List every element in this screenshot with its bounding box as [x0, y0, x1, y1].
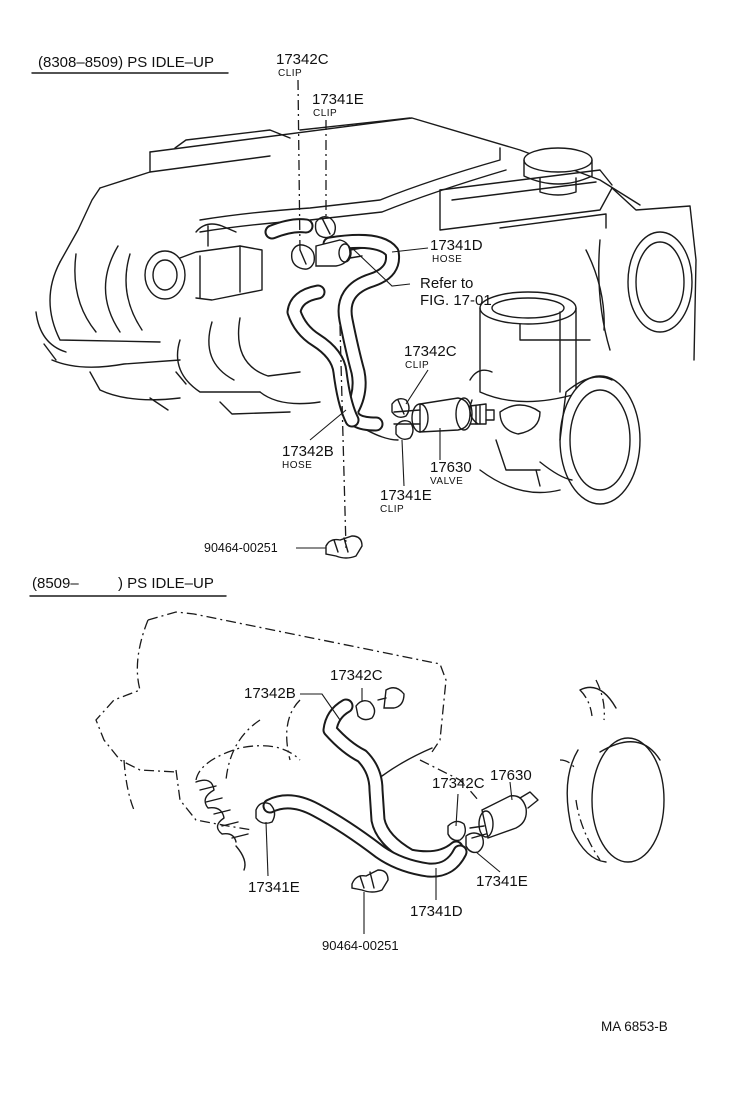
- label-refer-to: Refer to: [420, 275, 473, 292]
- section2-header-b: ) PS IDLE–UP: [118, 575, 214, 592]
- section1-leader-hose-d: [391, 247, 429, 253]
- section1-leader-clip-c: [297, 79, 301, 253]
- section2-intake-boot: [195, 779, 249, 871]
- section2: (8509– ) PS IDLE–UP: [29, 575, 665, 953]
- label-17630-sub: VALVE: [430, 476, 463, 487]
- section1-leader-refer: [351, 247, 411, 287]
- s2-label-17630: 17630: [490, 767, 532, 784]
- section2-clip-17341e-left: [255, 802, 276, 825]
- section2-header-a: (8509–: [32, 575, 79, 592]
- engine-block-drawing: [35, 117, 697, 505]
- label-17342c: 17342C: [276, 51, 329, 68]
- section1-clip-17341e: [314, 215, 337, 239]
- section2-air-duct: [566, 686, 665, 863]
- section1-leader-clip-c2: [405, 369, 429, 405]
- section1-clip-17342c-valve: [391, 397, 410, 419]
- label-17342b-sub: HOSE: [282, 460, 312, 471]
- label-17341e-2: 17341E: [380, 487, 432, 504]
- s2-label-17341e-right: 17341E: [476, 873, 528, 890]
- s2-label-17341d: 17341D: [410, 903, 463, 920]
- s2-label-17342c: 17342C: [330, 667, 383, 684]
- section2-leader-clip-e-left: [265, 821, 269, 877]
- s2-label-90464-00251: 90464-00251: [322, 938, 399, 953]
- label-17341e: 17341E: [312, 91, 364, 108]
- label-17342c-2-sub: CLIP: [405, 360, 429, 371]
- label-17341e-sub: CLIP: [313, 108, 337, 119]
- section1-valve-17630: [393, 397, 495, 433]
- section2-hose-17341d: [262, 794, 468, 878]
- section2-leader-clip-e-right: [475, 851, 501, 873]
- section2-clip-17342c-right: [447, 820, 467, 842]
- section2-hose-17342b: [322, 698, 464, 866]
- section2-engine-outline: [95, 611, 605, 861]
- label-fig-17-01: FIG. 17-01: [420, 292, 492, 309]
- section1-hose-top: [264, 218, 314, 240]
- label-17341d: 17341D: [430, 237, 483, 254]
- label-17341e-2-sub: CLIP: [380, 504, 404, 515]
- section1-header: (8308–8509) PS IDLE–UP: [38, 54, 214, 71]
- section2-clip-17341e-right: [465, 832, 485, 854]
- label-17342b: 17342B: [282, 443, 334, 460]
- section2-bracket-90464: [351, 869, 389, 893]
- section1-connector: [315, 239, 363, 267]
- label-17342c-2: 17342C: [404, 343, 457, 360]
- section2-leader-hose-b: [300, 693, 341, 721]
- section2-engine-edge: [381, 747, 433, 777]
- section1-leader-hose-b: [309, 409, 347, 441]
- section1-clip-17341e-valve: [395, 419, 414, 441]
- s2-label-17342c-2: 17342C: [432, 775, 485, 792]
- section1-leader-bracket: [339, 325, 347, 549]
- section2-clip-17342c-top: [355, 687, 405, 721]
- section1-bracket-90464: [325, 535, 363, 559]
- diagram-code: MA 6853-B: [601, 1019, 668, 1034]
- label-90464-00251: 90464-00251: [204, 541, 278, 555]
- label-17341d-sub: HOSE: [432, 254, 462, 265]
- s2-label-17342b: 17342B: [244, 685, 296, 702]
- section2-leader-valve: [509, 781, 513, 801]
- section1-hose-17342b: [286, 284, 360, 428]
- s2-label-17341e-left: 17341E: [248, 879, 300, 896]
- label-17630: 17630: [430, 459, 472, 476]
- section2-leader-clip-c2: [455, 793, 459, 827]
- section1-leader-clip-e2: [401, 439, 405, 487]
- label-17342c-sub: CLIP: [278, 68, 302, 79]
- section1: (8308–8509) PS IDLE–UP: [31, 51, 697, 559]
- section2-valve-17630: [469, 791, 539, 839]
- section1-clip-17342c: [290, 244, 316, 270]
